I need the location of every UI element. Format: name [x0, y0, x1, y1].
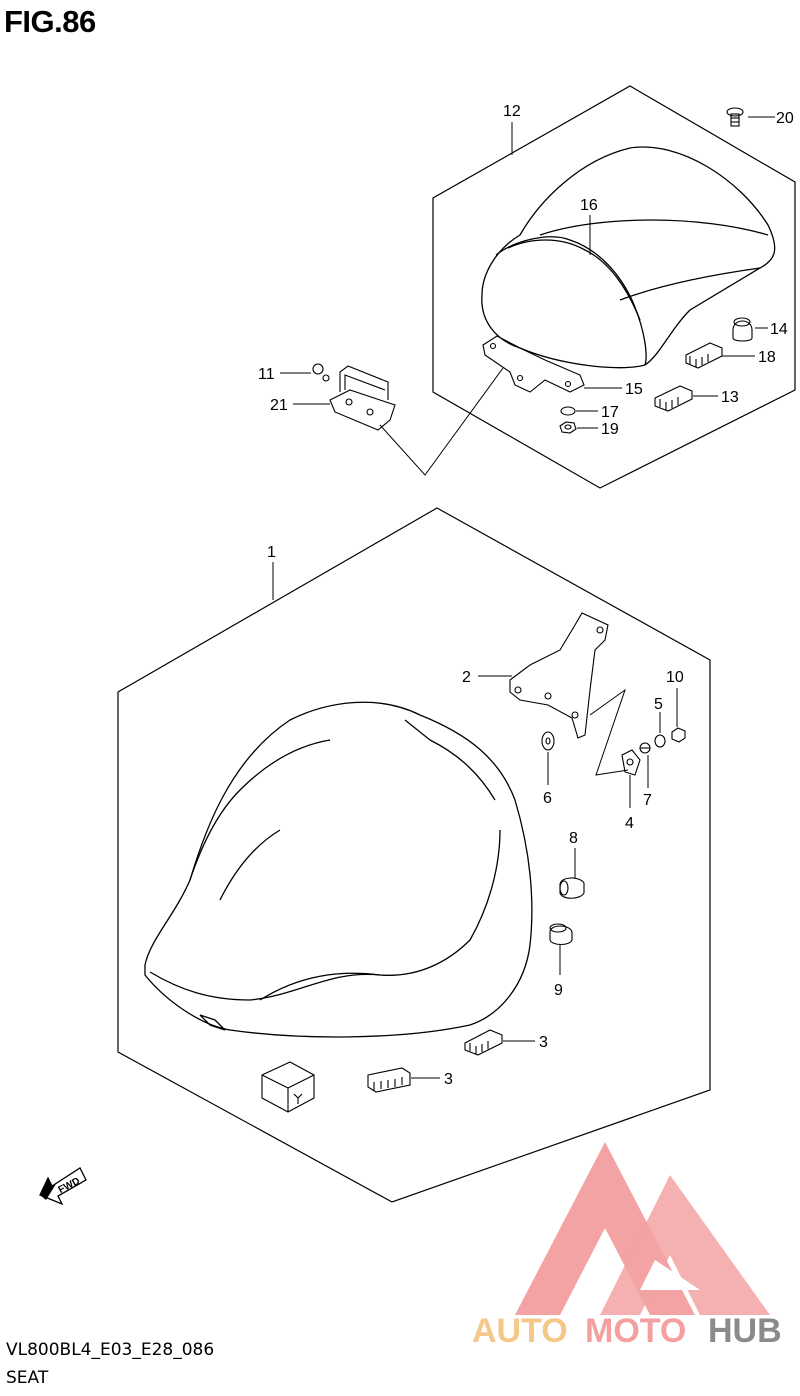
cushion-3b [367, 1067, 411, 1093]
bracket-2 [509, 612, 609, 739]
collar-7 [639, 742, 651, 754]
screw-20 [726, 107, 744, 127]
figure-name: SEAT [6, 1368, 49, 1388]
rider-seat [144, 701, 533, 1038]
nut-19 [559, 421, 577, 434]
bracket-15 [482, 335, 585, 393]
callout-19: 19 [601, 421, 619, 438]
rider-seat-frame [117, 507, 711, 1203]
washer-6 [541, 731, 555, 751]
callout-11: 11 [258, 366, 275, 383]
callout-7: 7 [643, 792, 652, 809]
watermark-hub: HUB [708, 1312, 782, 1350]
callout-5: 5 [654, 696, 663, 713]
bolt-11 [312, 363, 330, 382]
watermark-moto: MOTO [585, 1312, 686, 1350]
callout-15: 15 [625, 381, 643, 398]
figure-title: FIG.86 [4, 4, 96, 39]
callout-18: 18 [758, 349, 776, 366]
callout-1: 1 [267, 544, 276, 561]
fwd-arrow-icon: FWD [39, 1167, 87, 1206]
cushion-18 [685, 342, 723, 369]
cushion-14 [732, 317, 753, 342]
nut-10 [671, 727, 686, 743]
callout-12: 12 [503, 103, 521, 120]
callout-4: 4 [625, 815, 634, 832]
callout-6: 6 [543, 790, 552, 807]
callout-16: 16 [580, 197, 598, 214]
callout-20: 20 [776, 110, 794, 127]
callout-14: 14 [770, 321, 788, 338]
logo-cutout [640, 1260, 700, 1290]
assembly-line-lower [589, 688, 629, 776]
callout-3a: 3 [539, 1034, 548, 1051]
watermark-text: AUTO MOTO HUB [472, 1312, 782, 1350]
callout-3b: 3 [444, 1071, 453, 1088]
passenger-seat-frame [432, 85, 796, 489]
callout-17: 17 [601, 404, 619, 421]
figure-code: VL800BL4_E03_E28_086 [6, 1340, 215, 1360]
passenger-seat [481, 146, 776, 369]
watermark-auto: AUTO [472, 1312, 568, 1350]
logo-triangle-right [600, 1175, 770, 1315]
callout-21: 21 [270, 397, 288, 414]
callout-13: 13 [721, 389, 739, 406]
watermark-logo [515, 1142, 770, 1315]
cushion-13 [654, 385, 693, 412]
cushion-9 [549, 923, 573, 946]
callout-9: 9 [554, 982, 563, 999]
assembly-line-upper [379, 367, 504, 476]
callout-10: 10 [666, 669, 684, 686]
callout-8: 8 [569, 830, 578, 847]
cushion-3a [464, 1029, 503, 1056]
washer-17 [560, 406, 576, 416]
tool-kit-box [261, 1061, 315, 1113]
latch-4 [621, 749, 641, 776]
fwd-label: FWD [57, 1176, 82, 1196]
cushion-8 [559, 877, 585, 899]
callout-2: 2 [462, 669, 471, 686]
grab-strap-21 [329, 365, 396, 431]
washer-5 [654, 734, 666, 748]
